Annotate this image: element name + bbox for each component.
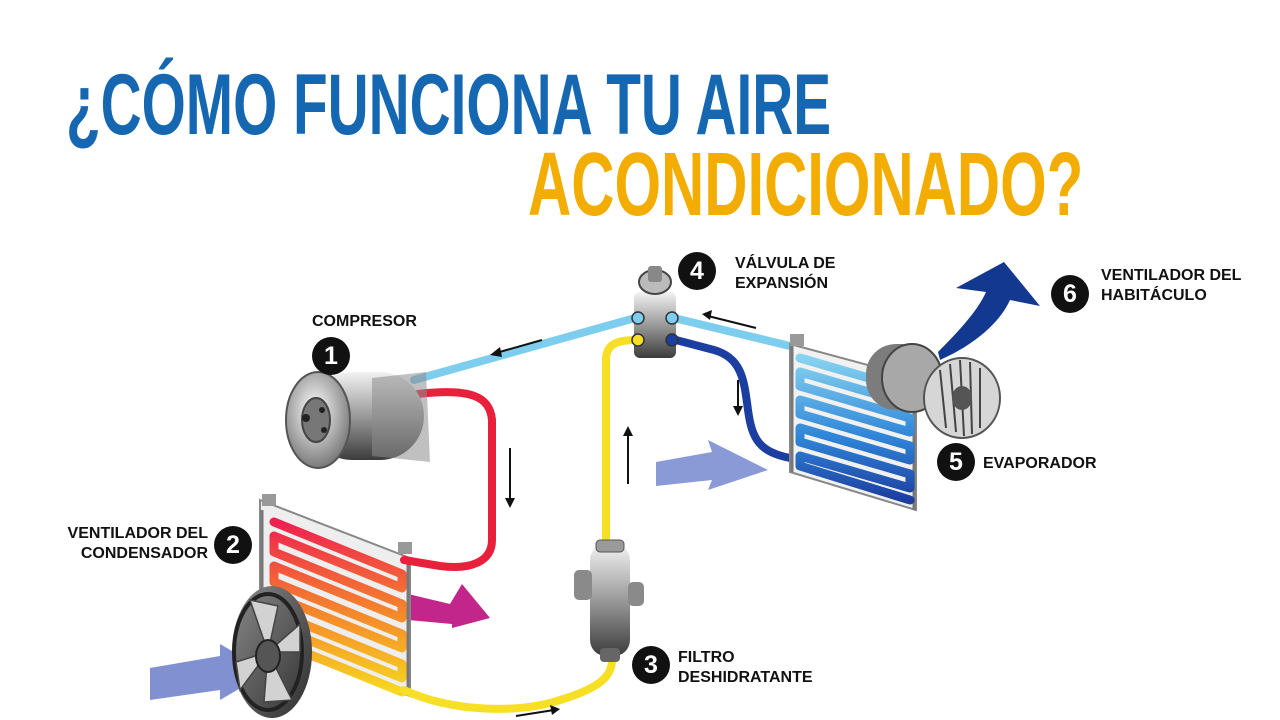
condenser-coil [269, 517, 407, 697]
expansion-valve-icon [631, 266, 679, 358]
label-compressor: COMPRESOR [312, 313, 417, 330]
flow-arrow-suction [490, 339, 543, 357]
flow-arrow-liquid-bottom [515, 705, 560, 717]
label-receiver-drier: FILTRO DESHIDRATANTE [678, 649, 813, 686]
title-line-1: ¿CÓMO FUNCIONA TU AIRE [66, 57, 832, 153]
label-condenser-fan: VENTILADOR DEL CONDENSADOR [67, 525, 208, 562]
blower-fan-icon [866, 343, 1001, 439]
badge-expansion-valve: 4 [678, 252, 716, 290]
hot-air-arrow [408, 584, 490, 628]
badge-receiver-drier: 3 [632, 646, 670, 684]
label-evaporator: EVAPORADOR [983, 455, 1097, 472]
label-blower-fan: VENTILADOR DEL HABITÁCULO [1101, 267, 1242, 304]
outside-air-arrow-evaporator [656, 440, 768, 490]
badge-compressor: 1 [312, 337, 350, 375]
flow-arrow-discharge [505, 448, 515, 508]
cabin-air-arrow [938, 262, 1040, 360]
badge-evaporator: 5 [937, 443, 975, 481]
condenser-fan-icon [232, 586, 312, 718]
compressor-icon [285, 371, 430, 469]
liquid-line-to-drier-pipe [400, 636, 616, 713]
flow-arrow-evaporator-return [702, 310, 757, 329]
valve-to-evaporator-pipe [672, 336, 794, 462]
badge-condenser-fan: 2 [214, 526, 252, 564]
evaporator-outlet-pipe [670, 314, 794, 350]
title-line-2: ACONDICIONADO? [528, 135, 1084, 235]
liquid-line-to-valve-pipe [602, 336, 640, 552]
flow-arrow-evaporator-in [733, 380, 743, 416]
flow-arrow-liquid-up [623, 426, 633, 484]
suction-line-pipe [410, 314, 639, 384]
receiver-drier-icon [574, 539, 644, 662]
label-expansion-valve: VÁLVULA DE EXPANSIÓN [735, 255, 836, 292]
discharge-line-pipe [400, 388, 496, 571]
badge-blower-fan: 6 [1051, 275, 1089, 313]
